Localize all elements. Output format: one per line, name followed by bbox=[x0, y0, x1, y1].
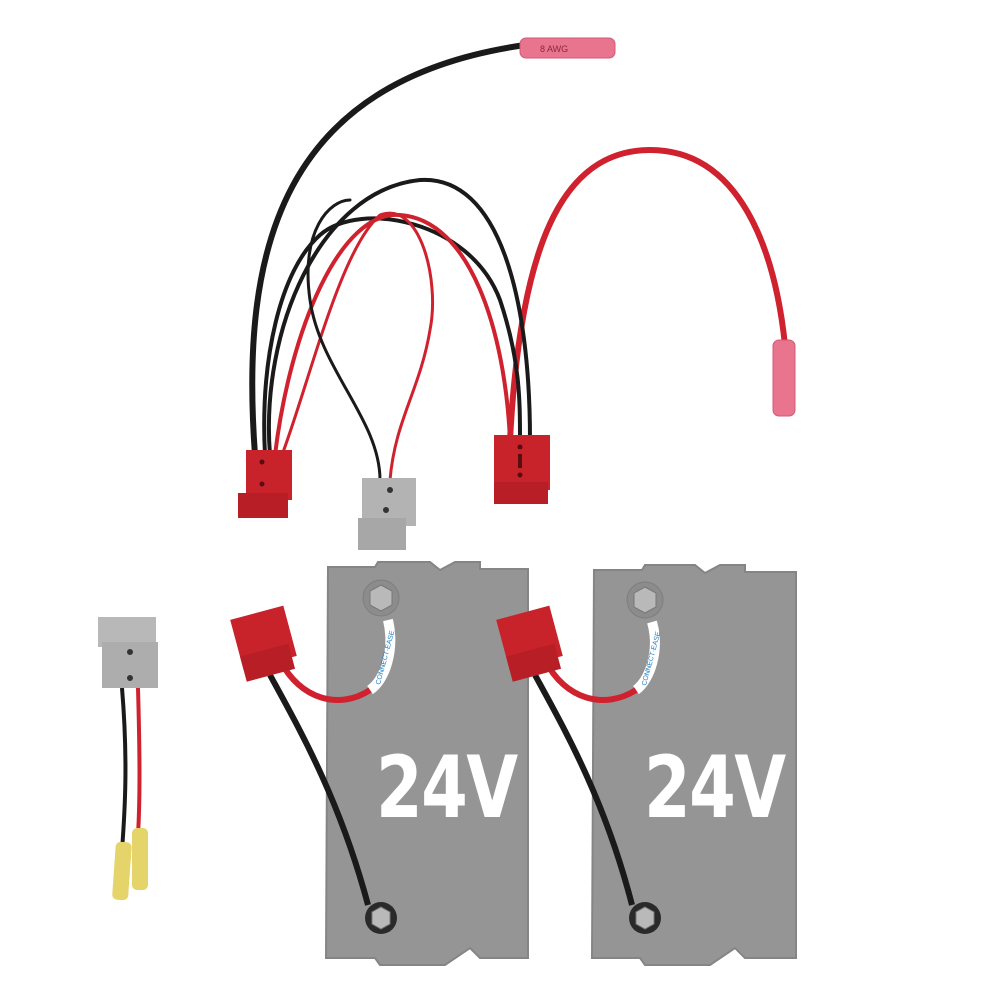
battery-cover-2: CONNECT·EASE bbox=[496, 564, 797, 966]
adapter-lead bbox=[98, 617, 158, 901]
red-connector-left bbox=[238, 450, 292, 518]
svg-text:8 AWG: 8 AWG bbox=[540, 44, 568, 54]
harness-wires bbox=[249, 42, 788, 482]
battery-cover-1: CONNECT·EASE bbox=[230, 561, 529, 966]
gray-connector-middle bbox=[358, 478, 416, 550]
butt-connector-right bbox=[772, 339, 796, 417]
butt-connector-top: 8 AWG bbox=[519, 37, 616, 59]
battery-1-voltage-label: 24V bbox=[376, 738, 518, 838]
battery-2-voltage-label: 24V bbox=[644, 738, 786, 838]
red-connector-right bbox=[494, 435, 550, 504]
